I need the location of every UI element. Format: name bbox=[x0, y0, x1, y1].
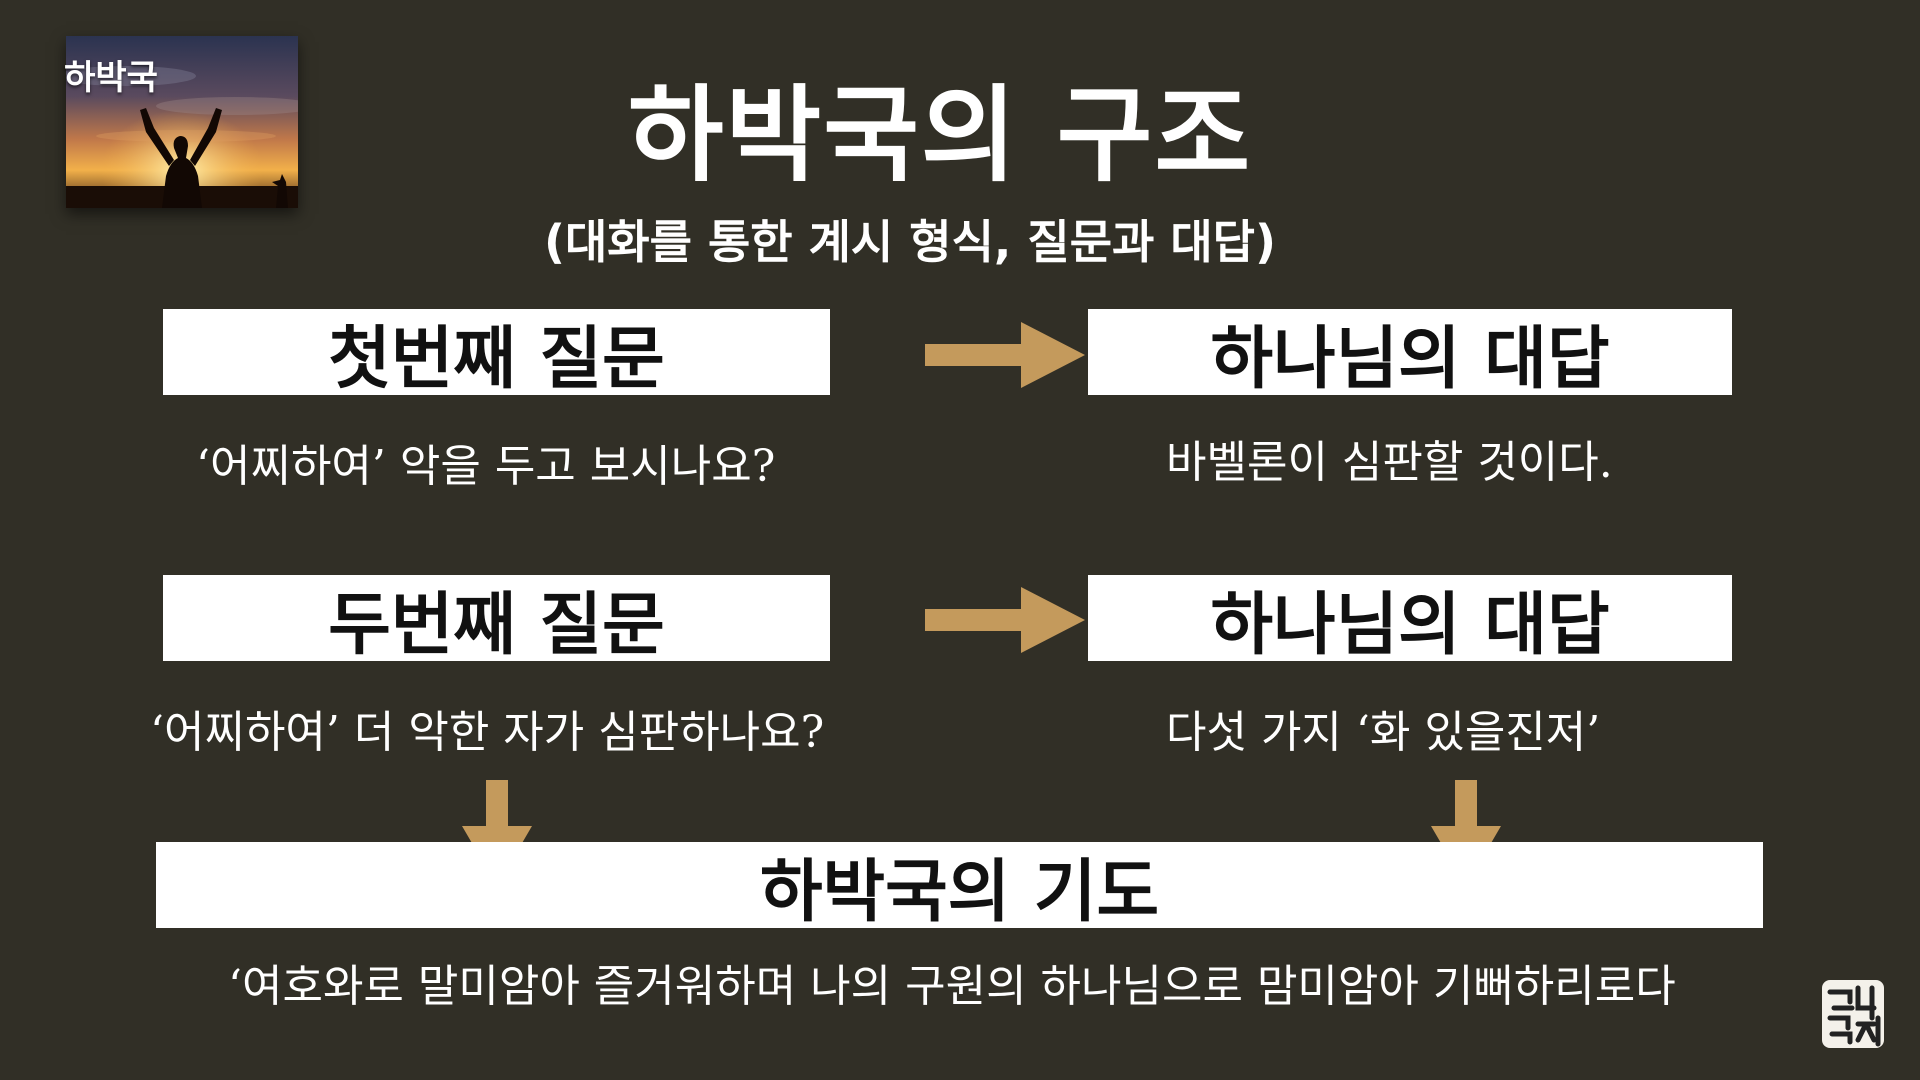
page-subtitle: (대화를 통한 계시 형식, 질문과 대답) bbox=[543, 215, 1277, 269]
second-question-box: 두번째 질문 bbox=[163, 575, 830, 665]
channel-logo-icon bbox=[1822, 980, 1884, 1048]
first-question-caption: ‘어찌하여’ 악을 두고 보시나요? bbox=[196, 441, 776, 492]
prayer-caption: ‘여호와로 말미암아 즐거워하며 나의 구원의 하나님으로 맘미암아 기뻐하리로… bbox=[228, 961, 1676, 1012]
first-answer-caption: 바벨론이 심판할 것이다. bbox=[1166, 437, 1613, 488]
first-question-box: 첫번째 질문 bbox=[163, 309, 830, 399]
right-arrow-icon bbox=[925, 322, 1085, 388]
thumbnail-label: 하박국 bbox=[64, 58, 158, 98]
second-answer-caption: 다섯 가지 ‘화 있을진저’ bbox=[1166, 707, 1601, 758]
right-arrow-icon bbox=[925, 587, 1085, 653]
prayer-box: 하박국의 기도 bbox=[156, 842, 1763, 932]
second-answer-box: 하나님의 대답 bbox=[1088, 575, 1732, 665]
second-question-caption: ‘어찌하여’ 더 악한 자가 심판하나요? bbox=[150, 707, 825, 758]
thumbnail-image bbox=[66, 36, 298, 208]
first-answer-box: 하나님의 대답 bbox=[1088, 309, 1732, 399]
page-title: 하박국의 구조 bbox=[627, 74, 1253, 196]
